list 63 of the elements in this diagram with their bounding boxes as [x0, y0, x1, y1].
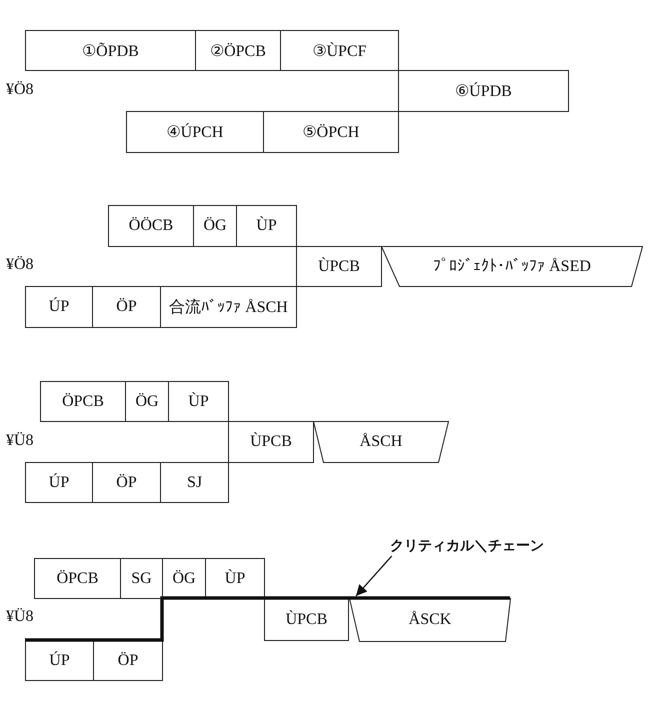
task-label: ÙPCB [318, 258, 360, 276]
row-label: ¥Ö8 [6, 81, 34, 99]
task-box [280, 30, 399, 71]
task-box [205, 558, 265, 599]
task-box [160, 286, 297, 328]
row-label: ¥Ö8 [6, 256, 34, 274]
task-box [25, 286, 93, 328]
task-box [34, 558, 121, 599]
task-label: SJ [186, 474, 202, 492]
task-label: ÖÖCB [128, 217, 174, 235]
task-label: ①ÕPDB [82, 42, 139, 60]
task-box [160, 462, 229, 503]
task-label: ÚP [48, 474, 70, 492]
task-label: ÙPCB [286, 610, 328, 628]
task-box [236, 205, 297, 247]
task-box [296, 246, 382, 287]
task-label: ⑥ÚPDB [455, 81, 512, 101]
task-label: ÖG [135, 392, 159, 410]
task-label: ÖPCB [62, 392, 104, 410]
task-box [168, 381, 229, 422]
task-box [108, 205, 194, 247]
buffer-trapezoid [381, 246, 643, 287]
task-box [195, 30, 281, 71]
task-label: SG [131, 570, 152, 588]
task-label: ③ÙPCF [312, 41, 367, 60]
task-box [263, 111, 399, 153]
task-box [193, 205, 237, 247]
task-box [93, 640, 163, 681]
task-label: ÖPCB [56, 570, 98, 588]
task-box [25, 30, 196, 71]
task-label: ÚP [49, 652, 70, 670]
task-label: ÙP [256, 217, 277, 235]
task-box [125, 381, 169, 422]
buffer-label: ÅSCH [360, 433, 402, 451]
buffer-label: ÅSCK [408, 611, 452, 629]
task-box [228, 421, 314, 463]
task-box [126, 111, 264, 153]
task-box [398, 70, 569, 112]
task-label: ④ÚPCH [166, 122, 224, 142]
task-label: ÙP [188, 392, 209, 410]
callout-label: クリティカル＼チェーン [390, 535, 567, 557]
task-label: ÖP [116, 298, 137, 316]
task-label: ⑤ÖPCH [302, 123, 360, 142]
task-label: ÖP [116, 474, 137, 492]
leader-arrow [356, 556, 392, 596]
task-label: ÖG [203, 217, 227, 235]
task-box [25, 640, 94, 681]
task-box [92, 286, 161, 328]
task-label: ÙPCB [250, 433, 292, 451]
task-label: ②ÖPCB [210, 42, 266, 60]
row-label: ¥Ü8 [6, 432, 34, 450]
buffer-trapezoid [313, 421, 449, 463]
task-label: ÖG [172, 570, 196, 588]
task-box [25, 462, 93, 503]
task-box [92, 462, 161, 503]
task-label: ÖP [118, 652, 138, 670]
task-label: 合流ﾊﾞｯﾌｧ ÅSCH [169, 298, 288, 318]
buffer-label: ﾌﾟﾛｼﾞｪｸﾄ･ﾊﾞｯﾌｧ ÅSED [433, 257, 591, 276]
task-label: ÚP [48, 298, 70, 316]
task-box [120, 558, 163, 599]
task-box [40, 381, 126, 422]
task-label: ÙP [224, 570, 246, 588]
row-label: ¥Ü8 [6, 608, 34, 626]
